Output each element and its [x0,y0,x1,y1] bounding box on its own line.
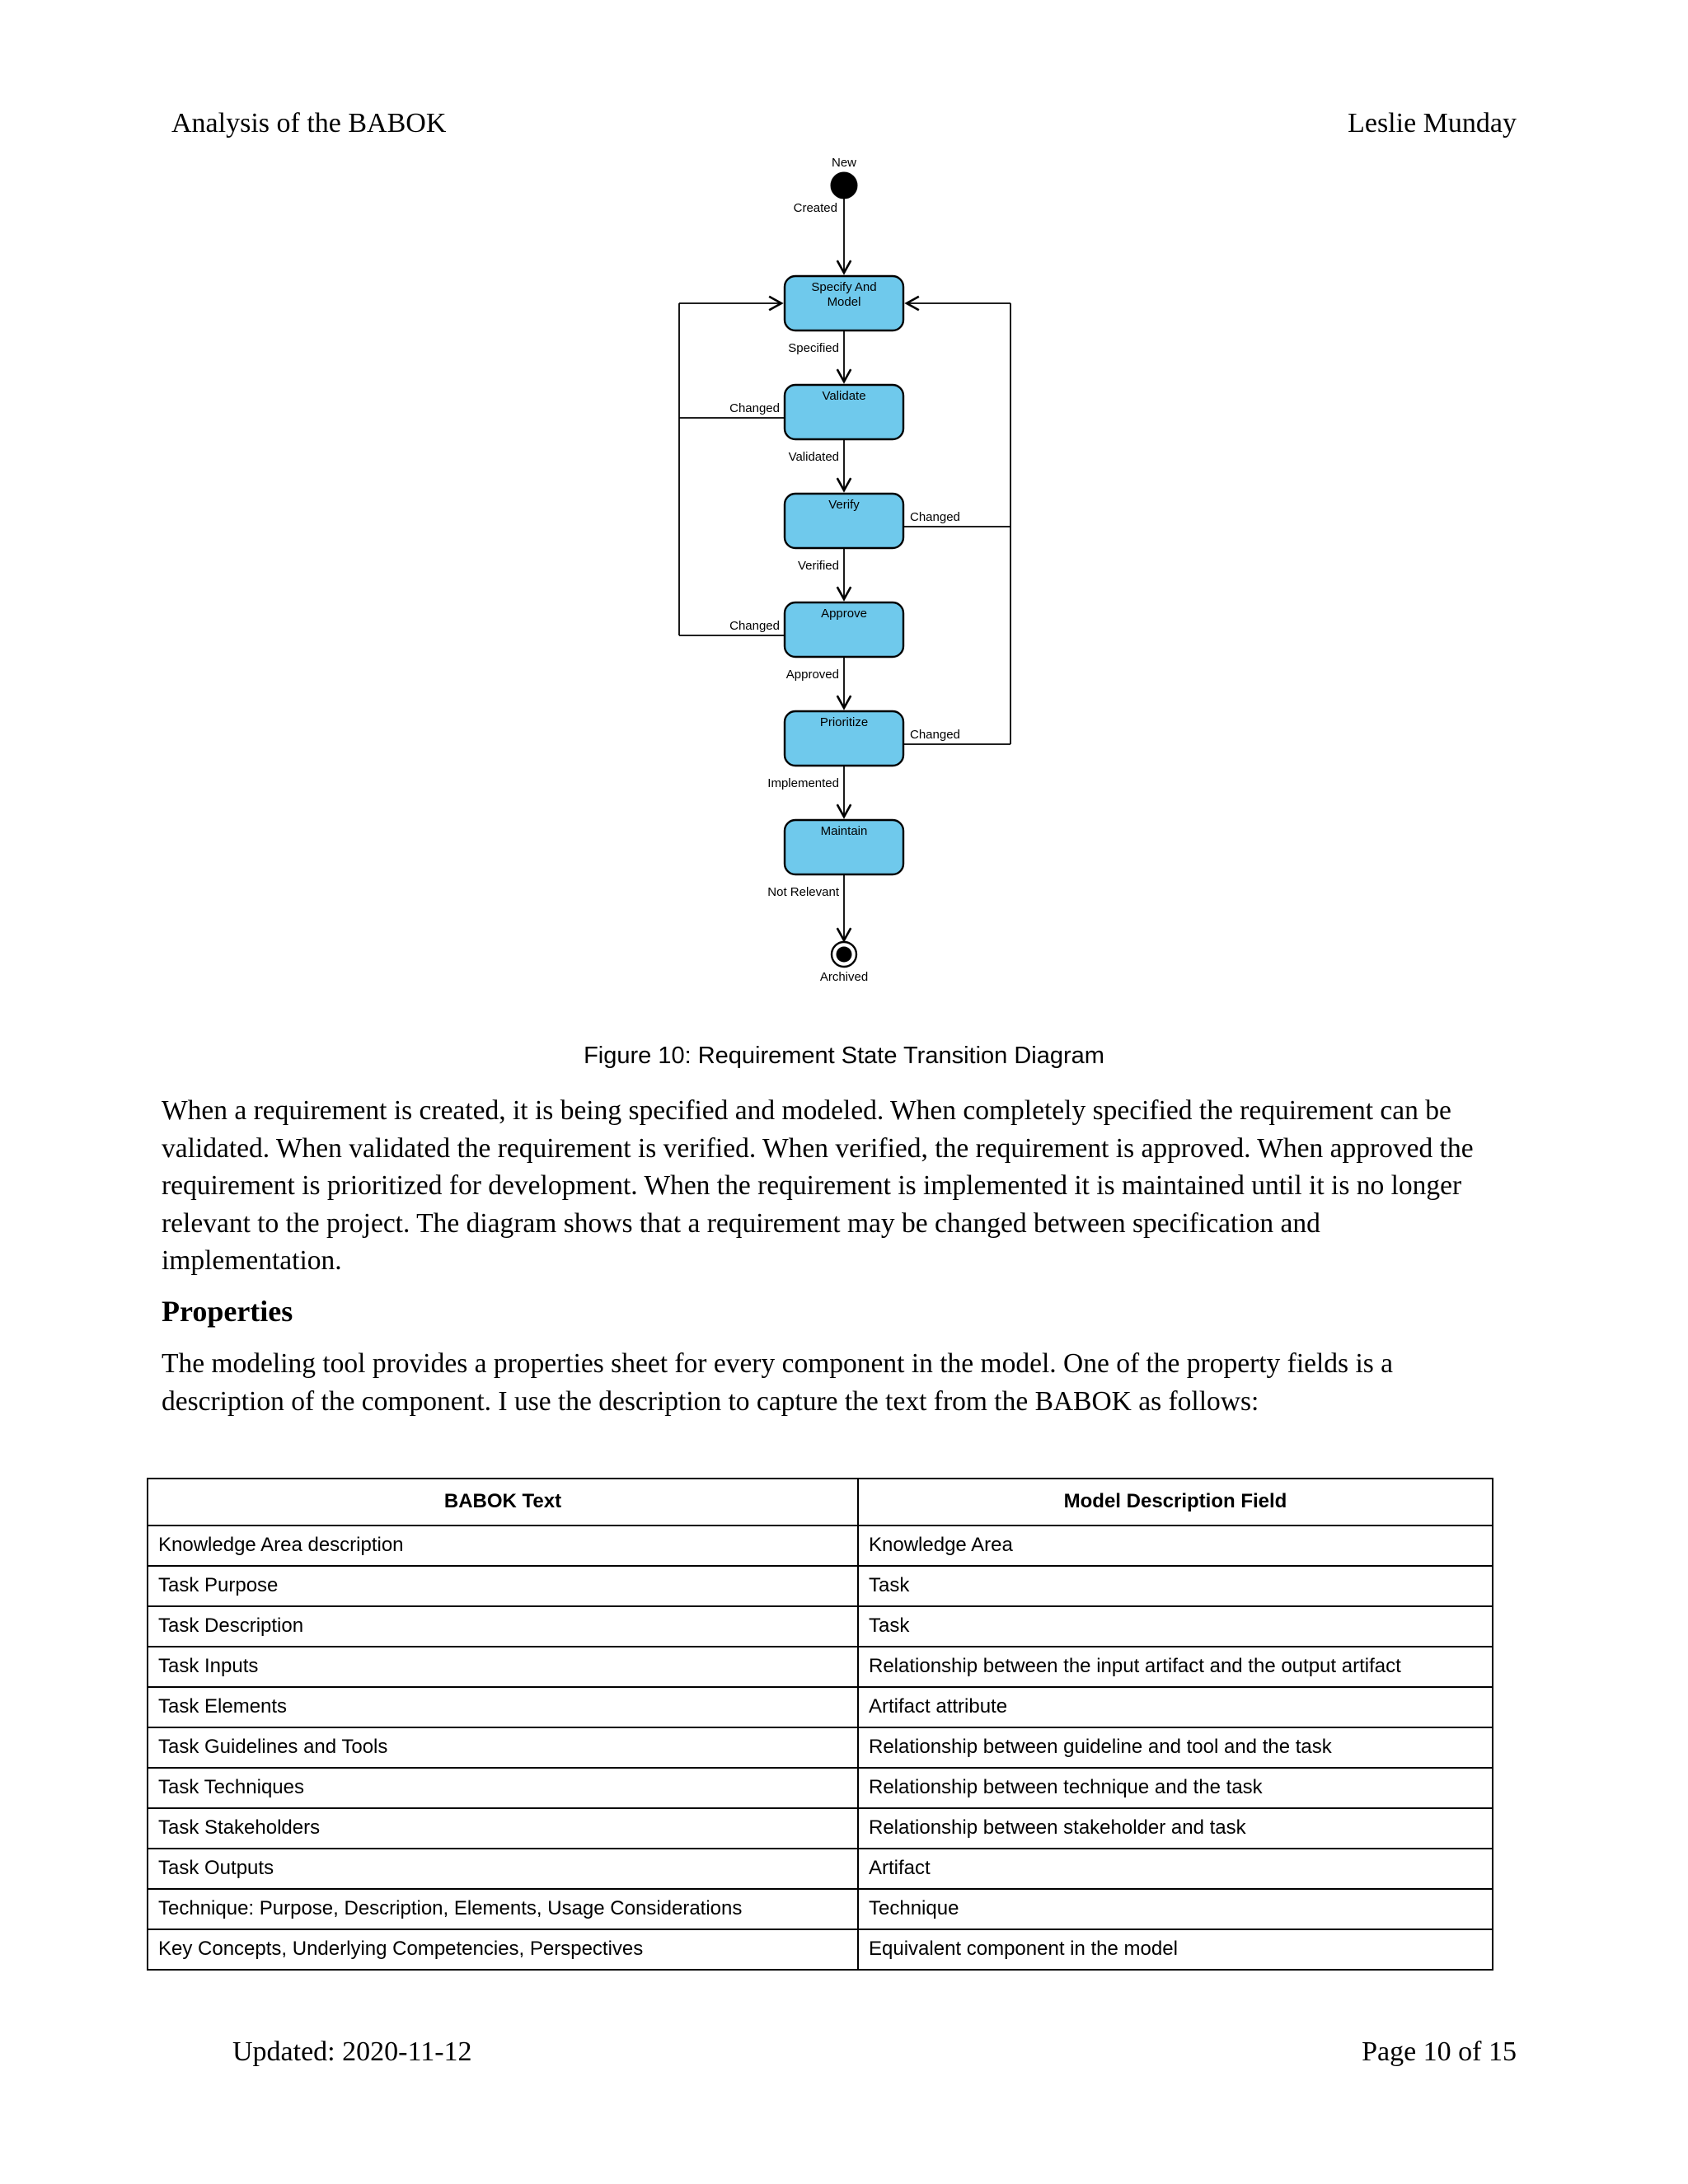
table-cell-model-field: Knowledge Area [857,1525,1493,1567]
table-cell-babok-text: Task Inputs [147,1646,859,1688]
table-cell-babok-text: Technique: Purpose, Description, Element… [147,1888,859,1930]
transition-changed-1-label: Changed [729,401,780,415]
paragraph-state-description: When a requirement is created, it is bei… [162,1095,1474,1276]
footer-page-number: Page 10 of 15 [1362,2036,1517,2067]
table-cell-babok-text: Task Description [147,1605,859,1647]
transition-approved-label: Approved [786,668,839,682]
table-row: Task Inputs Relationship between the inp… [147,1646,1493,1688]
paragraph-properties-intro: The modeling tool provides a properties … [162,1348,1394,1417]
running-header: Analysis of the BABOK Leslie Munday [171,107,1517,141]
figure-state-transition-diagram: New Created Specify And Model Specified … [0,152,1688,1051]
table-row: Technique: Purpose, Description, Element… [147,1888,1493,1930]
table-cell-model-field: Relationship between guideline and tool … [857,1727,1493,1769]
table-row: Knowledge Area description Knowledge Are… [147,1525,1493,1567]
state-specify-and-model-label-2: Model [828,295,861,309]
transition-specified-label: Specified [788,341,839,355]
state-prioritize-label: Prioritize [820,715,868,729]
transition-not-relevant-label: Not Relevant [767,885,840,899]
table-cell-model-field: Relationship between the input artifact … [857,1646,1493,1688]
state-diagram-svg: New Created Specify And Model Specified … [678,156,1011,984]
transition-validated-label: Validated [789,450,839,464]
final-state-label: Archived [820,970,868,984]
table-row: Task Guidelines and Tools Relationship b… [147,1727,1493,1769]
table-row: Task Elements Artifact attribute [147,1686,1493,1728]
table-cell-babok-text: Task Outputs [147,1848,859,1890]
initial-state-label: New [832,156,856,170]
transition-changed-2-label: Changed [910,510,960,524]
babok-mapping-table: BABOK Text Model Description Field Knowl… [147,1478,1493,1971]
state-approve-label: Approve [821,607,867,621]
state-verify-label: Verify [828,498,860,512]
section-heading-properties: Properties [162,1295,293,1328]
table-cell-model-field: Artifact [857,1848,1493,1890]
table-header-babok-text: BABOK Text [147,1478,859,1526]
table-cell-model-field: Relationship between technique and the t… [857,1767,1493,1809]
table-header-row: BABOK Text Model Description Field [147,1478,1493,1526]
footer-updated-date: Updated: 2020-11-12 [232,2036,472,2067]
table-cell-model-field: Equivalent component in the model [857,1929,1493,1971]
table-cell-model-field: Relationship between stakeholder and tas… [857,1807,1493,1849]
table-body: Knowledge Area description Knowledge Are… [147,1525,1493,1971]
table-row: Task Stakeholders Relationship between s… [147,1807,1493,1849]
state-specify-and-model-label-1: Specify And [811,280,876,294]
state-validate-label: Validate [822,389,865,403]
table-cell-babok-text: Task Elements [147,1686,859,1728]
table-cell-babok-text: Task Stakeholders [147,1807,859,1849]
header-author-right: Leslie Munday [1348,108,1517,138]
running-footer: Updated: 2020-11-12 Page 10 of 15 [232,2036,1517,2069]
transition-created-label: Created [794,201,837,215]
table-row: Task Outputs Artifact [147,1848,1493,1890]
table-row: Task Description Task [147,1605,1493,1647]
table-header-model-description-field: Model Description Field [857,1478,1493,1526]
table-cell-model-field: Task [857,1605,1493,1647]
table-cell-babok-text: Knowledge Area description [147,1525,859,1567]
transition-changed-3-label: Changed [729,619,780,633]
table-cell-model-field: Technique [857,1888,1493,1930]
table-row: Task Purpose Task [147,1565,1493,1607]
table-cell-model-field: Artifact attribute [857,1686,1493,1728]
header-title-left: Analysis of the BABOK [171,108,447,138]
transition-changed-4-label: Changed [910,728,960,742]
table-cell-babok-text: Task Purpose [147,1565,859,1607]
figure-caption: Figure 10: Requirement State Transition … [584,1043,1104,1069]
final-state-node [836,946,852,963]
table-cell-model-field: Task [857,1565,1493,1607]
state-maintain-label: Maintain [821,824,868,838]
transition-implemented-label: Implemented [767,776,839,790]
table-cell-babok-text: Task Guidelines and Tools [147,1727,859,1769]
table-row: Task Techniques Relationship between tec… [147,1767,1493,1809]
transition-verified-label: Verified [798,559,839,573]
table-cell-babok-text: Key Concepts, Underlying Competencies, P… [147,1929,859,1971]
table-cell-babok-text: Task Techniques [147,1767,859,1809]
table-row: Key Concepts, Underlying Competencies, P… [147,1929,1493,1971]
initial-state-node [830,171,858,199]
